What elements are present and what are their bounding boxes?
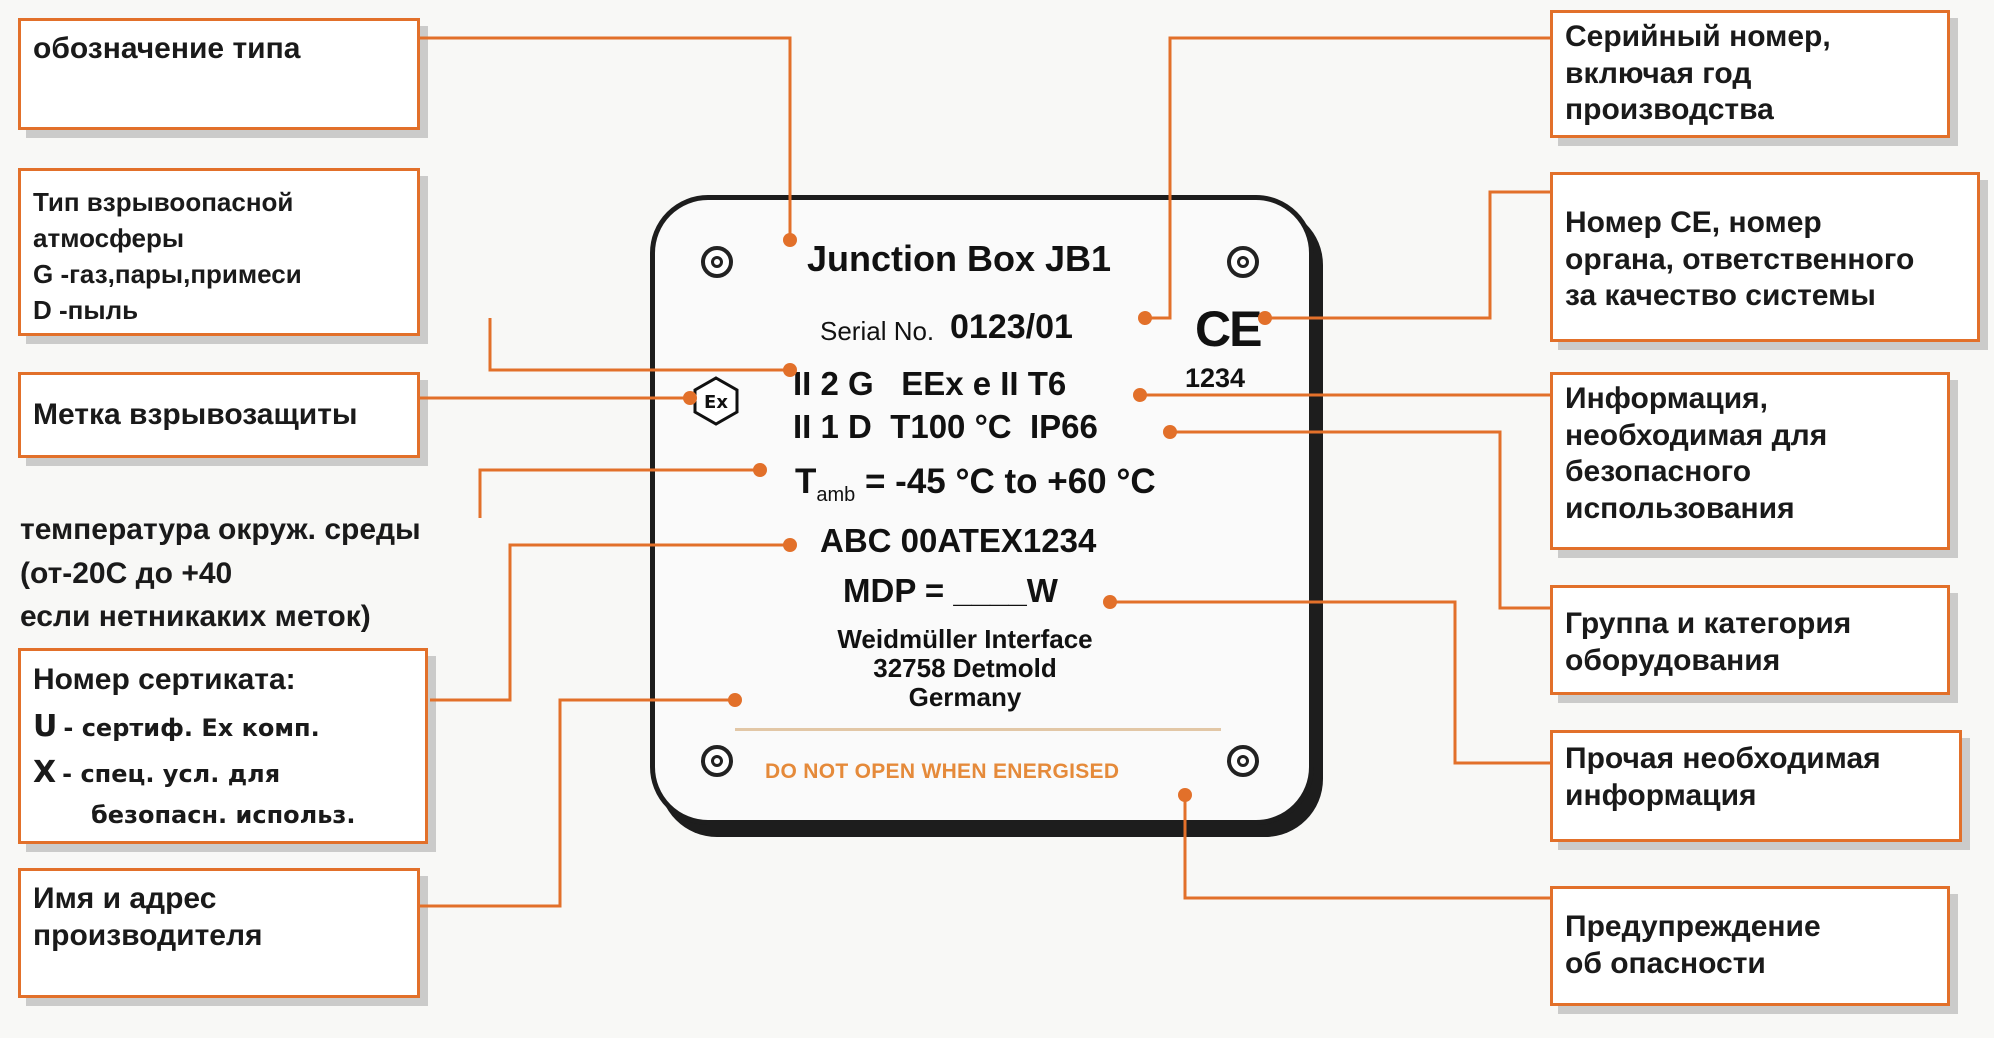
serial-label: Serial No. [820,316,935,346]
certificate-number: ABC 00ATEX1234 [820,522,1097,559]
label-type-designation: обозначение типа [18,18,420,130]
label-text: безопасн. использ. [91,800,356,829]
label-text: об опасности [1565,946,1766,980]
ex-symbol-text: Ex [704,392,728,413]
u-text: - сертиф. Ex комп. [63,713,320,742]
label-text: Номер сертиката: [33,663,296,696]
label-text: включая год [1565,56,1752,90]
label-ex-mark: Метка взрывозащиты [18,372,420,458]
label-text: Предупреждение [1565,910,1821,943]
label-text: Серийный номер, [1565,20,1831,53]
nameplate: Junction Box JB1 Serial No. 0123/01 CE 1… [650,195,1314,825]
tamb-subscript: amb [816,484,856,506]
label-equipment-group: Группа и категория оборудования [1550,585,1950,695]
label-text: если нетникаких меток) [20,600,371,633]
label-text: производителя [33,918,263,952]
ce-mark: CE [1195,301,1262,357]
label-text: температура окруж. среды [20,513,421,546]
ambient-temperature: Tamb = -45 °C to +60 °C [795,462,1156,507]
divider-line [735,728,1221,731]
label-ambient-temp: температура окруж. среды (от-20С до +40 … [20,508,421,639]
screw-icon [701,246,733,278]
serial-value: 0123/01 [950,308,1073,346]
certificate-u-row: U- сертиф. Ex комп. [33,704,413,751]
label-text: Информация, [1565,382,1768,415]
mdp-value: MDP = ____W [843,572,1058,609]
label-text: органа, ответственного [1565,242,1915,276]
label-text: производства [1565,93,1774,127]
maker-line: Weidmüller Interface [837,624,1093,654]
ce-number: 1234 [1185,363,1246,393]
label-certificate: Номер сертиката: U- сертиф. Ex комп. X- … [18,648,428,844]
label-text: Номер CE, номер [1565,206,1822,239]
label-text: Группа и категория [1565,607,1852,640]
maker-line: Germany [908,682,1022,713]
label-text: использования [1565,491,1795,525]
label-text: (от-20С до +40 [20,556,233,590]
maker-line: 32758 Detmold [873,653,1057,684]
x-key: X [33,755,57,790]
label-text: D -пыль [33,294,139,325]
manufacturer-address: Weidmüller Interface 32758 Detmold Germa… [775,624,1155,713]
ex-protection-icon: Ex [693,376,739,426]
label-serial: Серийный номер, включая год производства [1550,10,1950,138]
certificate-x-row: X- спец. усл. для [33,750,413,797]
label-warning: Предупреждение об опасности [1550,886,1950,1006]
label-text: безопасного [1565,455,1752,489]
label-ce: Номер CE, номер органа, ответственного з… [1550,172,1980,342]
label-text: обозначение типа [33,32,301,65]
label-text: за качество системы [1565,279,1876,313]
label-text: оборудования [1565,643,1781,677]
screw-icon [701,745,733,777]
label-manufacturer: Имя и адрес производителя [18,868,420,998]
u-key: U [33,708,58,744]
tamb-symbol: T [795,462,817,501]
label-text: информация [1565,778,1757,812]
label-text: атмосферы [33,222,185,253]
label-safety-info: Информация, необходимая для безопасного … [1550,372,1950,550]
label-atmosphere: Тип взрывоопасной атмосферы G -газ,пары,… [18,168,420,336]
label-text: G -газ,пары,примеси [33,258,302,289]
label-text: Тип взрывоопасной [33,187,294,217]
warning-text: DO NOT OPEN WHEN ENERGISED [765,760,1120,783]
screw-icon [1227,246,1259,278]
plate-title: Junction Box JB1 [807,238,1112,279]
label-text: Прочая необходимая [1565,742,1881,775]
label-text: необходимая для [1565,418,1828,452]
label-text: Метка взрывозащиты [33,398,358,431]
tamb-range: = -45 °C to +60 °C [855,462,1156,501]
screw-icon [1227,745,1259,777]
label-text: Имя и адрес [33,882,217,915]
marking-line-2: II 1 D T100 °C IP66 [793,408,1098,445]
label-other-info: Прочая необходимая информация [1550,730,1962,842]
marking-line-1: II 2 G EEx e II T6 [793,365,1067,402]
x-text: - спец. усл. для [62,760,281,788]
